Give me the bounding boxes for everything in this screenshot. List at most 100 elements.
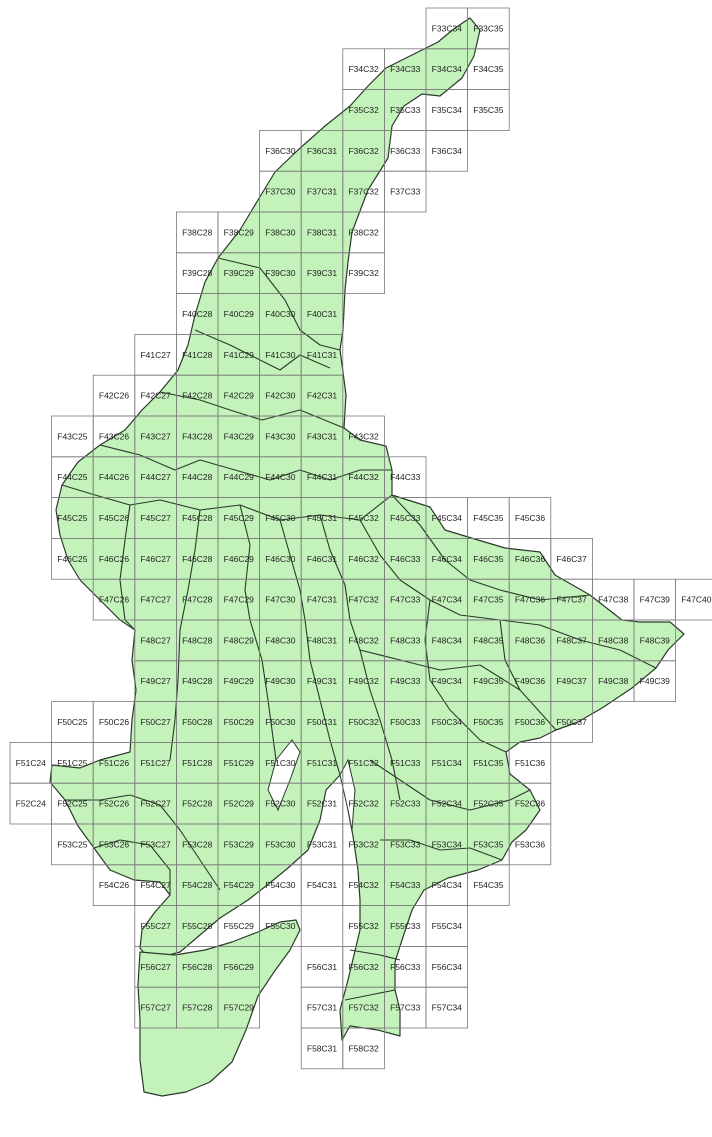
map-tile-f39c32[interactable] (342, 252, 385, 295)
tile-label: F42C31 (307, 391, 338, 401)
tile-label: F39C29 (224, 268, 255, 278)
map-tile-f36c34[interactable] (425, 129, 468, 172)
tile-label: F49C29 (224, 676, 255, 686)
tile-label: F38C31 (307, 227, 338, 237)
tile-label: F54C31 (307, 880, 338, 890)
tile-label: F50C37 (556, 717, 587, 727)
tile-label: F57C31 (307, 1003, 338, 1013)
tile-label: F47C31 (307, 595, 338, 605)
tile-label: F57C29 (224, 1003, 255, 1013)
map-tile-f58c32[interactable] (342, 1027, 385, 1070)
tile-label: F48C31 (307, 635, 338, 645)
tile-label: F47C32 (348, 595, 379, 605)
tile-label: F42C28 (182, 391, 213, 401)
tile-label: F46C36 (515, 554, 546, 564)
tile-label: F47C38 (598, 595, 629, 605)
tile-label: F48C35 (473, 635, 504, 645)
tile-label: F56C34 (432, 962, 463, 972)
tile-label: F51C26 (99, 758, 130, 768)
tile-label: F37C33 (390, 187, 421, 197)
tile-label: F46C31 (307, 554, 338, 564)
tile-label: F46C30 (265, 554, 296, 564)
map-tile-f57c34[interactable] (425, 986, 468, 1029)
tile-label: F54C35 (473, 880, 504, 890)
tile-label: F53C27 (140, 839, 171, 849)
map-tile-f53c36[interactable] (508, 823, 552, 866)
map-tile-f47c40[interactable] (675, 578, 712, 621)
tile-label: F58C31 (307, 1043, 338, 1053)
map-tile-f37c33[interactable] (383, 170, 427, 213)
tile-label: F45C35 (473, 513, 504, 523)
tile-label: F49C39 (640, 676, 671, 686)
tile-label: F56C31 (307, 962, 338, 972)
tile-label: F47C37 (556, 595, 587, 605)
tile-label: F44C29 (224, 472, 255, 482)
tile-label: F54C26 (99, 880, 130, 890)
tile-label: F55C27 (140, 921, 171, 931)
tile-label: F47C34 (432, 595, 463, 605)
tile-label: F53C34 (432, 839, 463, 849)
tile-label: F38C30 (265, 227, 296, 237)
tile-label: F52C28 (182, 799, 213, 809)
tile-label: F44C27 (140, 472, 171, 482)
tile-label: F39C31 (307, 268, 338, 278)
tile-label: F52C27 (140, 799, 171, 809)
tile-label: F52C34 (432, 799, 463, 809)
tile-label: F56C28 (182, 962, 213, 972)
tile-label: F52C24 (16, 799, 47, 809)
tile-label: F55C28 (182, 921, 213, 931)
tile-label: F51C27 (140, 758, 171, 768)
tile-label: F53C33 (390, 839, 421, 849)
map-tile-f50c37[interactable] (550, 701, 593, 743)
tile-label: F56C27 (140, 962, 171, 972)
tile-label: F42C26 (99, 391, 130, 401)
tile-label: F57C34 (432, 1003, 463, 1013)
tile-label: F49C34 (432, 676, 463, 686)
tile-label: F42C27 (140, 391, 171, 401)
map-tile-f54c35[interactable] (467, 864, 510, 906)
tile-label: F47C28 (182, 595, 213, 605)
tile-label: F43C32 (348, 431, 379, 441)
tile-label: F39C28 (182, 268, 213, 278)
tile-label: F45C30 (265, 513, 296, 523)
tile-label: F51C24 (16, 758, 47, 768)
tile-label: F40C29 (224, 309, 255, 319)
map-tile-f55c30[interactable] (259, 905, 302, 947)
tile-label: F45C25 (57, 513, 88, 523)
tile-label: F52C30 (265, 799, 296, 809)
map-tile-f49c39[interactable] (633, 660, 676, 702)
tile-label: F52C29 (224, 799, 255, 809)
tile-label: F50C25 (57, 717, 88, 727)
tile-label: F36C33 (390, 146, 421, 156)
tile-label: F51C30 (265, 758, 296, 768)
tile-label: F34C32 (348, 64, 379, 74)
map-tile-f57c29[interactable] (217, 986, 260, 1029)
tile-label: F51C36 (515, 758, 546, 768)
tile-label: F48C28 (182, 635, 213, 645)
tile-label: F47C29 (224, 595, 255, 605)
tile-label: F48C33 (390, 635, 421, 645)
tile-label: F37C31 (307, 187, 338, 197)
tile-label: F36C30 (265, 146, 296, 156)
tile-label: F58C32 (348, 1043, 379, 1053)
tile-label: F51C32 (348, 758, 379, 768)
tile-label: F53C36 (515, 839, 546, 849)
tile-label: F53C30 (265, 839, 296, 849)
lake (267, 739, 301, 812)
tile-label: F45C29 (224, 513, 255, 523)
tile-label: F56C33 (390, 962, 421, 972)
tile-label: F41C27 (140, 350, 171, 360)
map-tile-f35c35[interactable] (467, 89, 510, 131)
tile-label: F51C31 (307, 758, 338, 768)
tile-label: F51C35 (473, 758, 504, 768)
tile-label: F52C33 (390, 799, 421, 809)
tile-label: F54C27 (140, 880, 171, 890)
tile-label: F50C32 (348, 717, 379, 727)
tile-label: F48C34 (432, 635, 463, 645)
tile-label: F45C27 (140, 513, 171, 523)
tile-label: F48C30 (265, 635, 296, 645)
tile-label: F52C31 (307, 799, 338, 809)
tile-label: F35C32 (348, 105, 379, 115)
tile-label: F54C30 (265, 880, 296, 890)
